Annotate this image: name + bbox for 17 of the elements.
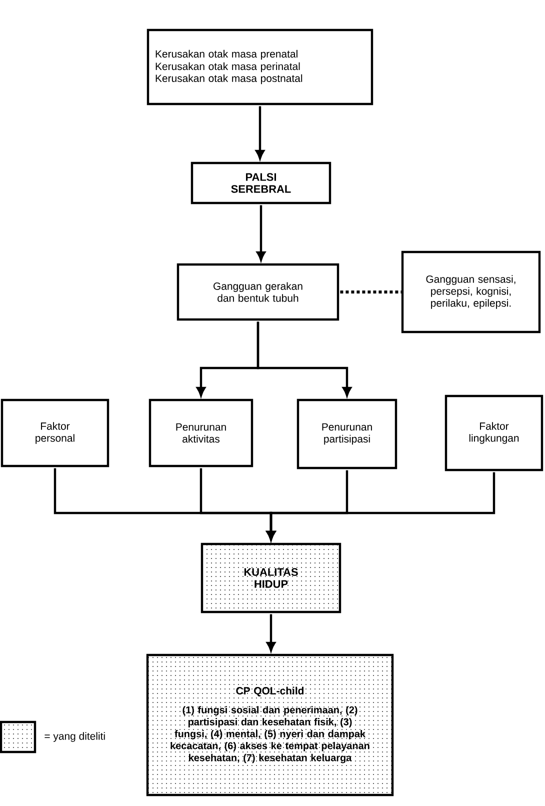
factor-box: Faktor personal [0,398,110,468]
legend-label: = yang diteliti [44,732,105,742]
cause-box: Kerusakan otak masa prenatal Kerusakan otak masa perinatal Kerusakan otak masa postnatal [146,28,374,106]
outcome-box: KUALITAS HIDUP [200,542,342,614]
limitation-box: Penurunan aktivitas [148,398,254,468]
connector-line [340,290,402,294]
arrow [256,205,266,261]
diagnosis-box: PALSI SEREBRAL [190,162,332,204]
arrow [256,322,352,396]
arrow [266,614,276,652]
limitation-box: Penurunan partisipasi [296,398,398,470]
factor-box: Faktor lingkungan [444,394,544,472]
arrow [256,106,264,160]
impairment-box: Gangguan gerakan dan bentuk tubuh [176,263,340,321]
impairment-box: Gangguan sensasi, persepsi, kognisi, perilaku, epilepsi. [401,250,541,334]
measure-box: CP QOL-child (1) fungsi sosial dan penerimaan, (2) partisipasi dan kesehatan fisik, (3) fungsi, (4) mental, (5) nyeri dan dampak kecacatan, (6) akses ke tempat pelayanan kesehatan, (7) kesehatan keluarga [146,654,394,796]
arrow [266,472,496,540]
